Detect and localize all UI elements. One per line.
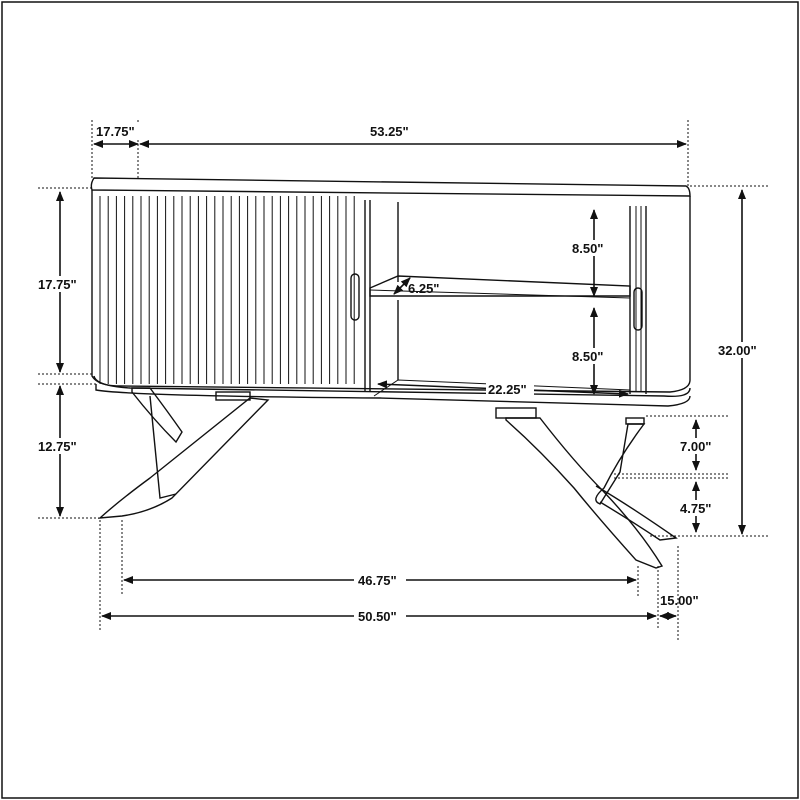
outer-leg-span-label: 50.50" (358, 609, 397, 624)
legs (97, 387, 678, 569)
lower-shelf-height-label: 8.50" (572, 349, 603, 364)
cabinet-height-label: 17.75" (38, 277, 77, 292)
shelf-depth-label: 6.25" (408, 281, 439, 296)
upper-shelf-height-label: 8.50" (572, 241, 603, 256)
foot-depth-label: 15.00" (660, 593, 699, 608)
overall-height-label: 32.00" (718, 343, 757, 358)
shelf-width-label: 22.25" (488, 382, 527, 397)
stretcher-gap-label: 4.75" (680, 501, 711, 516)
side-flutes (635, 206, 642, 392)
inner-leg-span-label: 46.75" (358, 573, 397, 588)
leg-height-label: 12.75" (38, 439, 77, 454)
top-depth-label: 17.75" (96, 124, 135, 139)
door-handle (350, 273, 360, 321)
cabinet-body (90, 177, 691, 407)
door-flutes (99, 196, 355, 384)
stretcher-height-label: 7.00" (680, 439, 711, 454)
side-handle (633, 287, 643, 331)
top-width-label: 53.25" (370, 124, 409, 139)
